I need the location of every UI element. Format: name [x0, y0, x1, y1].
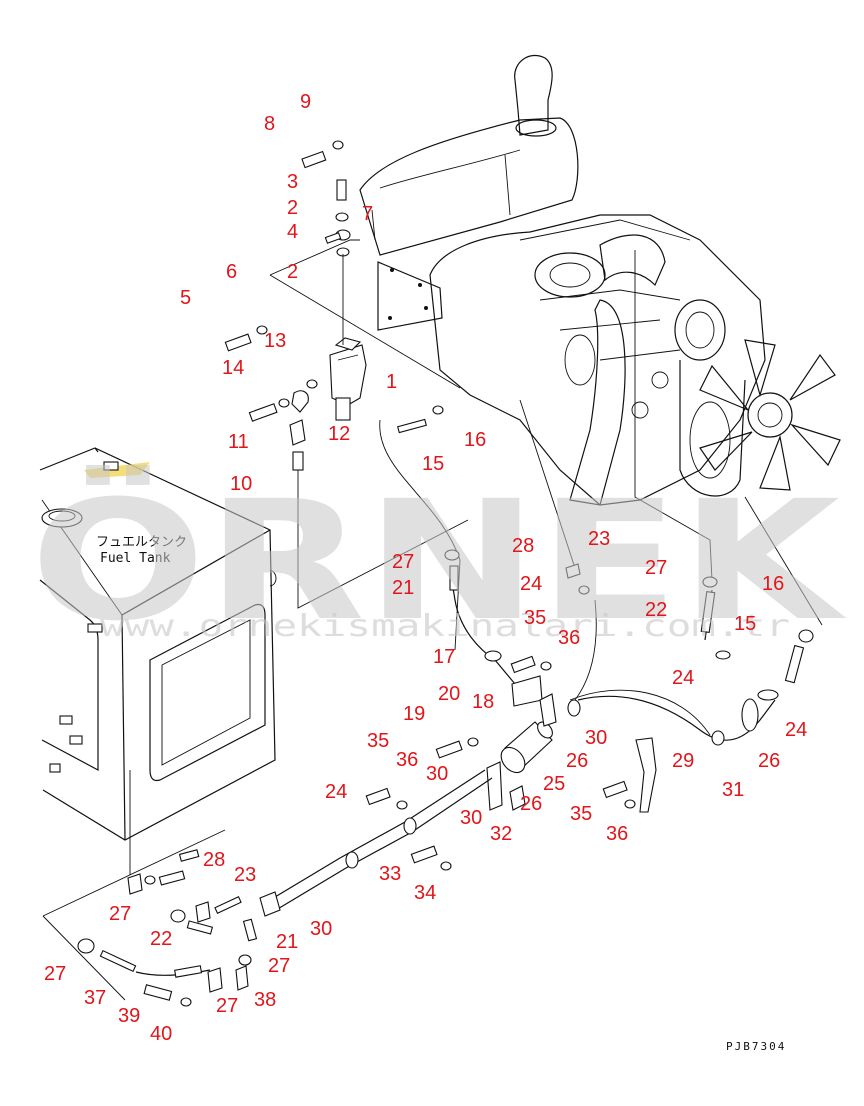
cooling-fan [699, 339, 841, 491]
callout-38: 38 [254, 989, 276, 1011]
callout-16: 16 [762, 573, 784, 595]
callout-35: 35 [524, 607, 546, 629]
callout-6: 6 [226, 261, 237, 283]
fuel-tank: フュエルタンク Fuel Tank [39, 447, 277, 841]
callout-30: 30 [460, 807, 482, 829]
callout-17: 17 [433, 646, 455, 668]
callout-8: 8 [264, 113, 275, 135]
callout-24: 24 [672, 667, 694, 689]
callout-21: 21 [276, 931, 298, 953]
callout-16: 16 [464, 429, 486, 451]
callout-9: 9 [300, 91, 311, 113]
reference-leader-lines [42, 239, 823, 1001]
callout-numbers: 9 8 3 2 7 4 2 6 5 13 1 14 12 11 16 15 10… [44, 91, 807, 1045]
callout-35: 35 [367, 730, 389, 752]
callout-26: 26 [758, 750, 780, 772]
callout-27: 27 [44, 963, 66, 985]
callout-33: 33 [379, 863, 401, 885]
callout-24: 24 [325, 781, 347, 803]
callout-30: 30 [426, 763, 448, 785]
callout-21: 21 [392, 577, 414, 599]
callout-10: 10 [230, 473, 252, 495]
callout-23: 23 [588, 528, 610, 550]
callout-27: 27 [645, 557, 667, 579]
tank-label-japanese: フュエルタンク [96, 535, 187, 550]
callout-30: 30 [310, 918, 332, 940]
callout-31: 31 [722, 779, 744, 801]
callout-2: 2 [287, 197, 298, 219]
callout-36: 36 [558, 627, 580, 649]
callout-5: 5 [180, 287, 191, 309]
watermark: ÖRNEK www.ornekismakinalari.com.tr [30, 464, 846, 657]
callout-11: 11 [228, 431, 249, 453]
callout-2: 2 [287, 261, 298, 283]
callout-28: 28 [203, 849, 225, 871]
tank-label-english: Fuel Tank [100, 551, 171, 566]
callout-30: 30 [585, 727, 607, 749]
callout-25: 25 [543, 773, 565, 795]
callout-40: 40 [150, 1023, 172, 1045]
callout-19: 19 [403, 703, 425, 725]
callout-13: 13 [264, 330, 286, 352]
callout-29: 29 [672, 750, 694, 772]
callout-26: 26 [566, 750, 588, 772]
callout-3: 3 [287, 171, 298, 193]
callout-22: 22 [645, 599, 667, 621]
engine-assembly [359, 54, 841, 506]
callout-34: 34 [414, 882, 436, 904]
callout-27: 27 [216, 995, 238, 1017]
callout-39: 39 [118, 1005, 140, 1027]
callout-1: 1 [386, 371, 397, 393]
callout-36: 36 [396, 749, 418, 771]
callout-35: 35 [570, 803, 592, 825]
reference-code: PJB7304 [726, 1040, 786, 1053]
callout-36: 36 [606, 823, 628, 845]
callout-15: 15 [422, 453, 444, 475]
callout-27: 27 [109, 903, 131, 925]
callout-23: 23 [234, 864, 256, 886]
callout-24: 24 [785, 719, 807, 741]
callout-4: 4 [287, 221, 298, 243]
callout-26: 26 [520, 793, 542, 815]
callout-22: 22 [150, 928, 172, 950]
callout-27: 27 [392, 551, 414, 573]
fuel-filter-assembly [224, 140, 444, 471]
callout-18: 18 [472, 691, 494, 713]
callout-24: 24 [520, 573, 542, 595]
callout-15: 15 [734, 613, 756, 635]
callout-28: 28 [512, 535, 534, 557]
callout-37: 37 [84, 987, 106, 1009]
fuel-lines [77, 549, 814, 1007]
callout-7: 7 [362, 203, 373, 225]
watermark-url: www.ornekismakinalari.com.tr [100, 609, 790, 644]
callout-32: 32 [490, 823, 512, 845]
callout-27: 27 [268, 955, 290, 977]
callout-20: 20 [438, 683, 460, 705]
callout-12: 12 [328, 423, 350, 445]
watermark-brand: ÖRNEK [30, 464, 846, 657]
callout-14: 14 [222, 357, 244, 379]
